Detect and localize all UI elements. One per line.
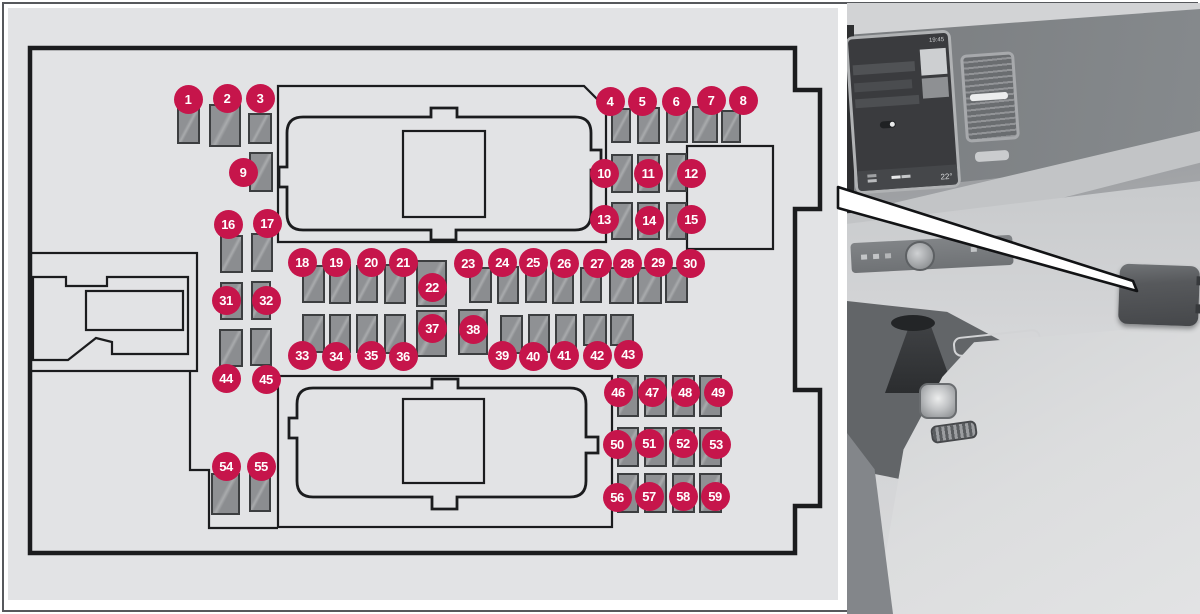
fuse-3 [248, 113, 272, 144]
fuse-callout-23: 23 [453, 248, 483, 278]
fuse-callout-28: 28 [612, 248, 642, 278]
media-thumbnail [921, 76, 950, 99]
fuse-callout-11: 11 [633, 158, 663, 188]
screen-list-row [853, 79, 913, 93]
fuse-callout-9: 9 [228, 157, 258, 187]
fuse-callout-35: 35 [356, 340, 386, 370]
screen-list-row [854, 94, 920, 109]
fuse-callout-7: 7 [696, 85, 726, 115]
fuse-callout-26: 26 [549, 248, 579, 278]
fuse-callout-10: 10 [589, 158, 619, 188]
fuse-callout-19: 19 [321, 247, 351, 277]
fuse-callout-17: 17 [252, 208, 282, 238]
fuse-callout-1: 1 [173, 84, 203, 114]
fuse-callout-4: 4 [595, 86, 625, 116]
touchscreen-display: 19:45 22° [847, 32, 959, 192]
fuse-callout-30: 30 [675, 248, 705, 278]
touchscreen: 19:45 22° [847, 29, 962, 195]
fuse-callout-54: 54 [211, 451, 241, 481]
screen-list-row [852, 61, 916, 76]
fuse-callout-57: 57 [634, 481, 664, 511]
fuse-callout-25: 25 [518, 247, 548, 277]
fuse-callout-8: 8 [728, 85, 758, 115]
fuse-callout-22: 22 [417, 272, 447, 302]
fuse-callout-5: 5 [627, 86, 657, 116]
fuse-callout-47: 47 [637, 377, 667, 407]
fuse-callout-48: 48 [670, 377, 700, 407]
air-vent [959, 51, 1021, 143]
fuse-callout-24: 24 [487, 247, 517, 277]
phone-toggle [879, 120, 897, 129]
fuse-17 [251, 233, 273, 272]
fuse-callout-46: 46 [603, 377, 633, 407]
interior-photo: 19:45 22° [847, 3, 1200, 614]
fuse-callout-31: 31 [211, 285, 241, 315]
fuse-callout-43: 43 [613, 339, 643, 369]
fuse-45 [250, 328, 272, 366]
fuse-callout-20: 20 [356, 247, 386, 277]
fuse-callout-34: 34 [321, 341, 351, 371]
fuse-callout-45: 45 [251, 364, 281, 394]
screen-clock: 19:45 [928, 36, 945, 44]
fuse-callout-59: 59 [700, 481, 730, 511]
fuse-callout-13: 13 [589, 204, 619, 234]
fuse-callout-56: 56 [602, 482, 632, 512]
fuse-callout-39: 39 [487, 340, 517, 370]
fuse-callout-14: 14 [634, 205, 664, 235]
fuse-callout-44: 44 [211, 363, 241, 393]
fuse-callout-52: 52 [668, 428, 698, 458]
fuse-44 [219, 329, 243, 367]
fuse-callout-55: 55 [246, 451, 276, 481]
fuse-16 [220, 235, 243, 273]
fuse-callout-12: 12 [676, 158, 706, 188]
fuse-callout-21: 21 [388, 247, 418, 277]
volume-knob [905, 241, 935, 271]
fuse-callout-18: 18 [287, 247, 317, 277]
fuse-callout-42: 42 [582, 340, 612, 370]
fuse-callout-53: 53 [701, 429, 731, 459]
fuse-callout-58: 58 [668, 481, 698, 511]
fuse-callout-3: 3 [245, 83, 275, 113]
climate-bar: 22° [857, 164, 959, 192]
fuse-callout-49: 49 [703, 377, 733, 407]
fuse-callout-29: 29 [643, 247, 673, 277]
fuse-callout-6: 6 [661, 86, 691, 116]
fuse-callout-50: 50 [602, 429, 632, 459]
fuse-callout-40: 40 [518, 341, 548, 371]
start-knob [919, 383, 957, 419]
fuse-panel-cover [1117, 263, 1200, 327]
nav-map-thumbnail [919, 47, 948, 76]
temperature-readout: 22° [940, 171, 953, 182]
fuse-callout-51: 51 [634, 428, 664, 458]
fuse-callout-37: 37 [417, 313, 447, 343]
fuse-callout-16: 16 [213, 209, 243, 239]
fuse-callout-41: 41 [549, 340, 579, 370]
fuse-callout-27: 27 [582, 248, 612, 278]
fuse-callout-32: 32 [251, 285, 281, 315]
fuse-callout-38: 38 [458, 314, 488, 344]
fuse-callout-33: 33 [287, 340, 317, 370]
fuse-8 [721, 110, 741, 143]
fuse-callout-2: 2 [212, 83, 242, 113]
fuse-callout-36: 36 [388, 341, 418, 371]
fuse-callout-15: 15 [676, 204, 706, 234]
gear-shifter-knob [891, 315, 935, 331]
vent-slider [969, 91, 1009, 102]
